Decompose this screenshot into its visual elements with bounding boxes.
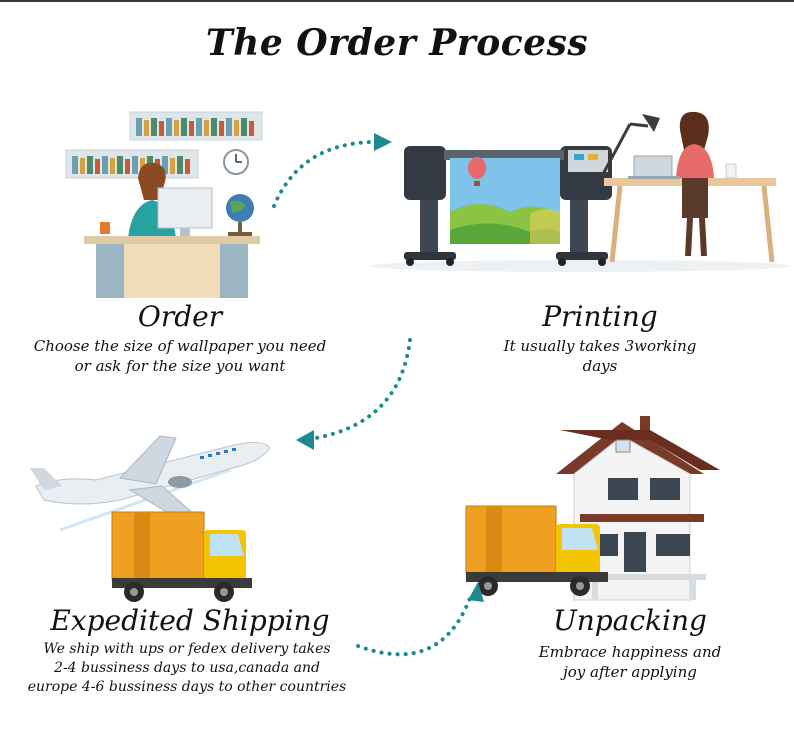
step-printing-title: Printing bbox=[542, 300, 658, 333]
shipping-illustration bbox=[30, 435, 271, 602]
step-printing-desc: It usually takes 3working days bbox=[480, 336, 720, 376]
arrow-order-to-printing bbox=[272, 140, 374, 208]
step-shipping-desc-line: 2-4 bussiness days to usa,canada and bbox=[54, 660, 320, 676]
arrowhead-printing-to-shipping bbox=[296, 430, 314, 450]
step-order-desc: Choose the size of wallpaper you need or… bbox=[20, 336, 340, 376]
printing-illustration bbox=[370, 111, 790, 272]
arrowhead-shipping-to-unpacking bbox=[468, 582, 484, 602]
step-printing-desc-line: days bbox=[582, 357, 618, 375]
step-unpacking-title: Unpacking bbox=[553, 604, 707, 637]
step-printing-desc-line: It usually takes 3working bbox=[503, 337, 697, 355]
arrowhead-order-to-printing bbox=[374, 133, 392, 151]
step-unpacking-desc: Embrace happiness and joy after applying bbox=[510, 642, 750, 682]
step-shipping-desc-line: We ship with ups or fedex delivery takes bbox=[43, 641, 331, 657]
step-shipping-title: Expedited Shipping bbox=[50, 604, 330, 637]
step-order-desc-line: or ask for the size you want bbox=[74, 357, 286, 375]
arrow-shipping-to-unpacking bbox=[356, 596, 472, 657]
page-title: The Order Process bbox=[205, 22, 589, 64]
step-unpacking-desc-line: joy after applying bbox=[563, 663, 697, 681]
step-shipping-desc: We ship with ups or fedex delivery takes… bbox=[12, 640, 362, 697]
step-unpacking-desc-line: Embrace happiness and bbox=[538, 643, 722, 661]
arrow-printing-to-shipping bbox=[314, 338, 412, 440]
unpacking-illustration bbox=[465, 416, 720, 601]
step-order-title: Order bbox=[137, 300, 223, 333]
order-illustration bbox=[65, 111, 263, 298]
step-order-desc-line: Choose the size of wallpaper you need bbox=[33, 337, 327, 355]
top-border bbox=[0, 0, 794, 2]
step-shipping-desc-line: europe 4-6 bussiness days to other count… bbox=[27, 679, 347, 695]
